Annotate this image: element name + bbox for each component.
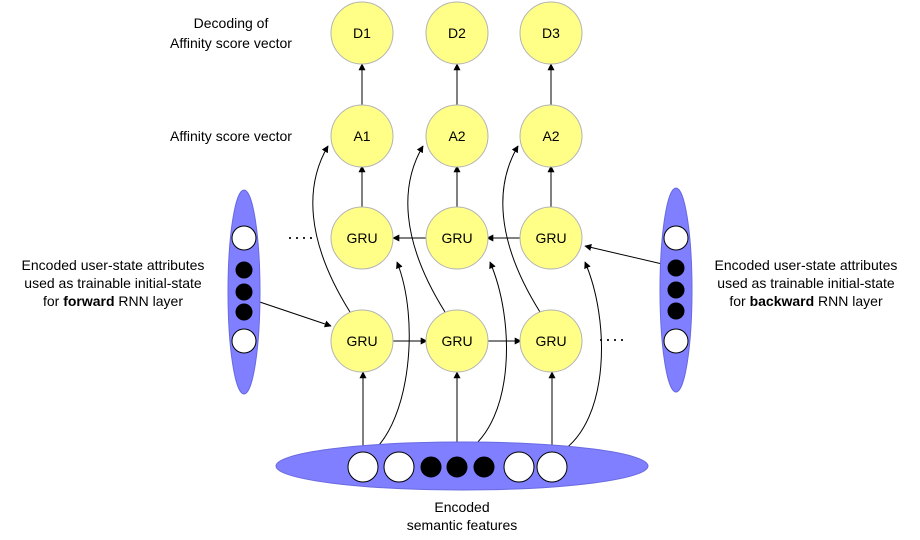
feature-dot [446,456,468,478]
forward-init-label-line1: Encoded user-state attributes [22,257,205,273]
ellipsis-right: ···· [598,329,626,349]
edge-in-gb1 [371,261,410,453]
decoding-label-line2: Affinity score vector [170,35,292,51]
node-gru-forward-3: GRU [519,309,583,373]
node-d2: D2 [425,1,489,65]
node-gru-backward-2: GRU [425,206,489,270]
node-label: GRU [346,333,377,349]
node-label: D2 [448,25,466,41]
init-dot [235,261,253,279]
node-label: D3 [542,25,560,41]
node-label: A2 [542,128,559,144]
node-label: A2 [448,128,465,144]
feature-dot [536,451,568,483]
node-label: GRU [441,230,472,246]
encoded-features-label-line2: semantic features [407,517,518,533]
init-dot [667,281,685,299]
node-a3: A2 [519,104,583,168]
edge-backward-init [584,244,676,268]
init-dot [235,283,253,301]
edge-in-gb2 [465,261,507,453]
init-dot [667,259,685,277]
init-dot [663,225,689,251]
node-gru-backward-1: GRU [330,206,394,270]
edge-gf2-a2 [407,145,446,313]
forward-init-label-line2: used as trainable initial-state [24,275,202,291]
init-dot [235,303,253,321]
feature-dot [503,451,535,483]
forward-init-label-line3: for forward RNN layer [43,293,183,309]
node-d3: D3 [519,1,583,65]
node-a1: A1 [330,104,394,168]
init-dot [663,328,689,354]
feature-dot [383,451,415,483]
node-label: A1 [353,128,370,144]
node-label: GRU [535,333,566,349]
decoding-label-line1: Decoding of [194,15,269,31]
edge-in-gb3 [560,261,602,453]
node-label: GRU [346,230,377,246]
node-a2: A2 [425,104,489,168]
edge-gf1-a1 [312,145,351,313]
ellipsis-left: ···· [287,227,315,247]
init-dot [231,328,257,354]
init-dot [667,302,685,320]
backward-init-label-line2: used as trainable initial-state [717,275,895,291]
node-d1: D1 [330,1,394,65]
feature-dot [473,456,495,478]
init-dot [231,225,257,251]
node-gru-forward-1: GRU [330,309,394,373]
node-label: GRU [441,333,472,349]
node-label: D1 [353,25,371,41]
node-gru-backward-3: GRU [519,206,583,270]
node-gru-forward-2: GRU [425,309,489,373]
feature-dot [347,451,379,483]
edge-gf3-a3 [502,145,541,313]
backward-init-label-line1: Encoded user-state attributes [715,257,898,273]
feature-dot [420,456,442,478]
affinity-label: Affinity score vector [170,128,292,144]
backward-init-label-line3: for backward RNN layer [729,293,883,309]
node-label: GRU [535,230,566,246]
encoded-features-label-line1: Encoded [434,499,489,515]
